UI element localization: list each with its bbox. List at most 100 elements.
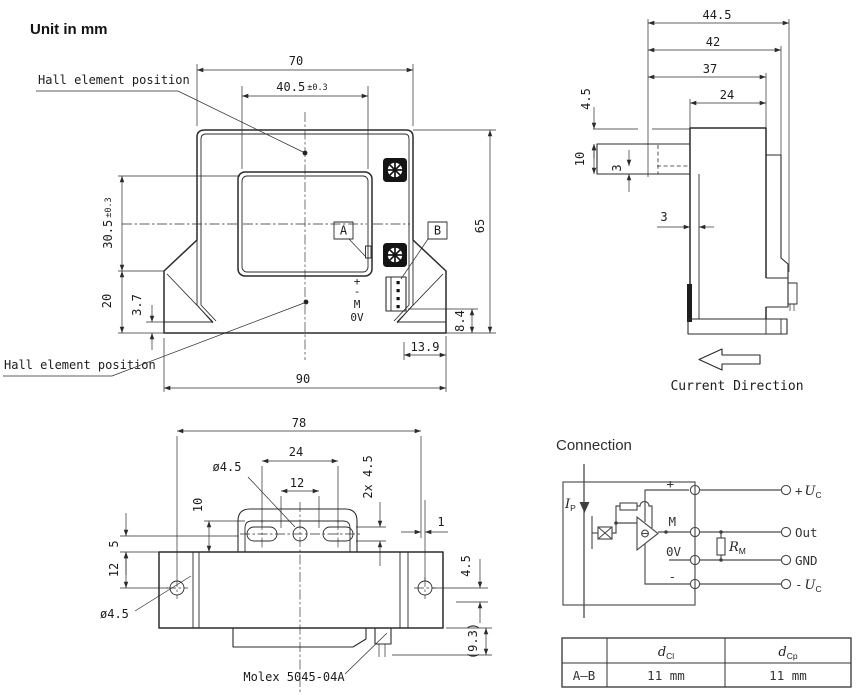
screw-terminal-top-icon bbox=[383, 158, 407, 182]
side-dim-44-5: 44.5 bbox=[647, 8, 790, 272]
svg-text:B: B bbox=[434, 224, 441, 238]
bottom-dim-10: 10 bbox=[191, 498, 245, 552]
svg-text:24: 24 bbox=[720, 88, 734, 102]
hall-label-top: Hall element position bbox=[36, 73, 304, 153]
svg-text:3: 3 bbox=[610, 164, 624, 171]
svg-text:40.5±0.3: 40.5±0.3 bbox=[276, 80, 327, 94]
amplifier-circuit bbox=[612, 489, 690, 585]
spec-table: dCl dCp A–B 11 mm 11 mm bbox=[561, 637, 852, 688]
side-dim-3-mid: 3 bbox=[657, 210, 714, 230]
front-dim-30-5: 30.5±0.3 bbox=[101, 175, 240, 272]
svg-text:12: 12 bbox=[290, 476, 304, 490]
bottom-dim-78: 78 bbox=[176, 416, 426, 581]
svg-text:4.5: 4.5 bbox=[579, 88, 593, 110]
current-direction: Current Direction bbox=[670, 348, 804, 394]
bottom-dia-top: ø4.5 bbox=[213, 460, 296, 528]
bottom-dim-5: 5 bbox=[107, 513, 238, 575]
svg-text:5: 5 bbox=[107, 540, 121, 547]
hall-element-dot-top bbox=[302, 150, 308, 156]
callout-a: A bbox=[333, 221, 367, 258]
svg-text:ø4.5: ø4.5 bbox=[213, 460, 242, 474]
front-dim-40-5: 40.5±0.3 bbox=[241, 80, 369, 169]
hall-cell bbox=[591, 516, 613, 549]
svg-text:4.5: 4.5 bbox=[459, 555, 473, 577]
output-node-out bbox=[780, 526, 792, 538]
output-node-gnd bbox=[780, 554, 792, 566]
svg-text:3: 3 bbox=[660, 210, 667, 224]
bottom-dim-1: 1 bbox=[401, 515, 448, 535]
label-out: Out bbox=[795, 525, 818, 540]
row-label-a-b: A–B bbox=[573, 668, 596, 683]
side-dim-4-5: 4.5 bbox=[579, 88, 690, 158]
label-gnd: GND bbox=[795, 553, 818, 568]
opamp-triangle bbox=[636, 515, 659, 552]
bottom-dia-left: ø4.5 bbox=[100, 575, 192, 621]
measure-resistor-rm bbox=[716, 537, 726, 556]
front-dim-90: 90 bbox=[163, 338, 446, 392]
svg-text:(9.3): (9.3) bbox=[466, 623, 480, 659]
front-dim-70: 70 bbox=[196, 54, 414, 126]
unit-note: Unit in mm bbox=[30, 21, 108, 38]
bottom-dim-4-5-right: 4.5 bbox=[432, 555, 488, 623]
bottom-outline bbox=[158, 508, 444, 657]
pin-plus-label: + bbox=[354, 275, 361, 288]
svg-text:Current Direction: Current Direction bbox=[670, 379, 803, 394]
svg-text:30.5±0.3: 30.5±0.3 bbox=[101, 197, 115, 248]
bottom-centerlines bbox=[166, 502, 436, 694]
bottom-dim-24: 24 bbox=[261, 445, 339, 523]
side-dim-42: 42 bbox=[648, 35, 782, 160]
svg-text:RM: RM bbox=[728, 540, 746, 556]
front-dim-20: 20 bbox=[100, 271, 164, 334]
feedback-resistor bbox=[619, 502, 638, 511]
front-view: + - M 0V A B Hall element position Hall … bbox=[3, 54, 496, 392]
side-dim-10: 10 bbox=[573, 144, 597, 174]
svg-text:90: 90 bbox=[296, 372, 310, 386]
pin-m-label: M bbox=[354, 298, 361, 311]
molex-label: Molex 5045-04A bbox=[243, 632, 388, 684]
screw-terminal-bottom-icon bbox=[383, 243, 407, 267]
svg-text:IP: IP bbox=[564, 497, 576, 513]
svg-text:37: 37 bbox=[703, 62, 717, 76]
bottom-dim-12-top: 12 bbox=[280, 476, 320, 528]
svg-text:65: 65 bbox=[473, 219, 487, 233]
hall-label-bottom: Hall element position bbox=[3, 302, 305, 377]
current-direction-arrow-icon bbox=[698, 348, 761, 371]
hall-element-dot-bottom bbox=[303, 299, 309, 305]
bottom-view: 78 24 12 ø4.5 2x 4.5 10 5 bbox=[100, 416, 492, 694]
terminals: + M 0V - bbox=[666, 476, 701, 590]
side-dim-3-left: 3 bbox=[610, 150, 632, 192]
pin-minus-label: - bbox=[354, 285, 361, 298]
transducer-box bbox=[562, 481, 696, 606]
svg-text:20: 20 bbox=[100, 294, 114, 308]
svg-text:Molex 5045-04A: Molex 5045-04A bbox=[243, 670, 345, 684]
col-header-creepage: dCp bbox=[778, 645, 797, 661]
label-minus-uc: -UC bbox=[795, 577, 822, 594]
svg-text:42: 42 bbox=[706, 35, 720, 49]
svg-text:10: 10 bbox=[573, 152, 587, 166]
svg-text:Hall element position: Hall element position bbox=[4, 358, 156, 372]
bottom-dim-12-left: 12 bbox=[107, 552, 168, 589]
svg-text:10: 10 bbox=[191, 498, 205, 512]
svg-text:+: + bbox=[666, 476, 674, 491]
external-wiring: RM +UC Out GND -UC bbox=[700, 483, 822, 594]
connection-diagram: Connection IP bbox=[556, 437, 822, 618]
side-dim-24: 24 bbox=[689, 88, 766, 128]
bottom-dim-2x4-5: 2x 4.5 bbox=[356, 455, 386, 566]
svg-text:A: A bbox=[340, 224, 348, 238]
front-centerlines bbox=[122, 112, 410, 360]
svg-text:M: M bbox=[668, 514, 676, 529]
svg-text:1: 1 bbox=[437, 515, 444, 529]
callout-b: B bbox=[400, 221, 448, 280]
svg-text:70: 70 bbox=[289, 54, 303, 68]
svg-text:24: 24 bbox=[289, 445, 303, 459]
svg-text:3.7: 3.7 bbox=[130, 294, 144, 316]
clearance-value: 11 mm bbox=[647, 668, 685, 683]
pin-0v-label: 0V bbox=[350, 311, 364, 324]
side-view: 44.5 42 37 24 4.5 10 3 bbox=[573, 8, 804, 394]
label-plus-uc: +UC bbox=[795, 483, 822, 500]
terminal-m bbox=[689, 526, 701, 538]
front-body-outline bbox=[163, 129, 447, 334]
connection-title: Connection bbox=[556, 437, 632, 454]
